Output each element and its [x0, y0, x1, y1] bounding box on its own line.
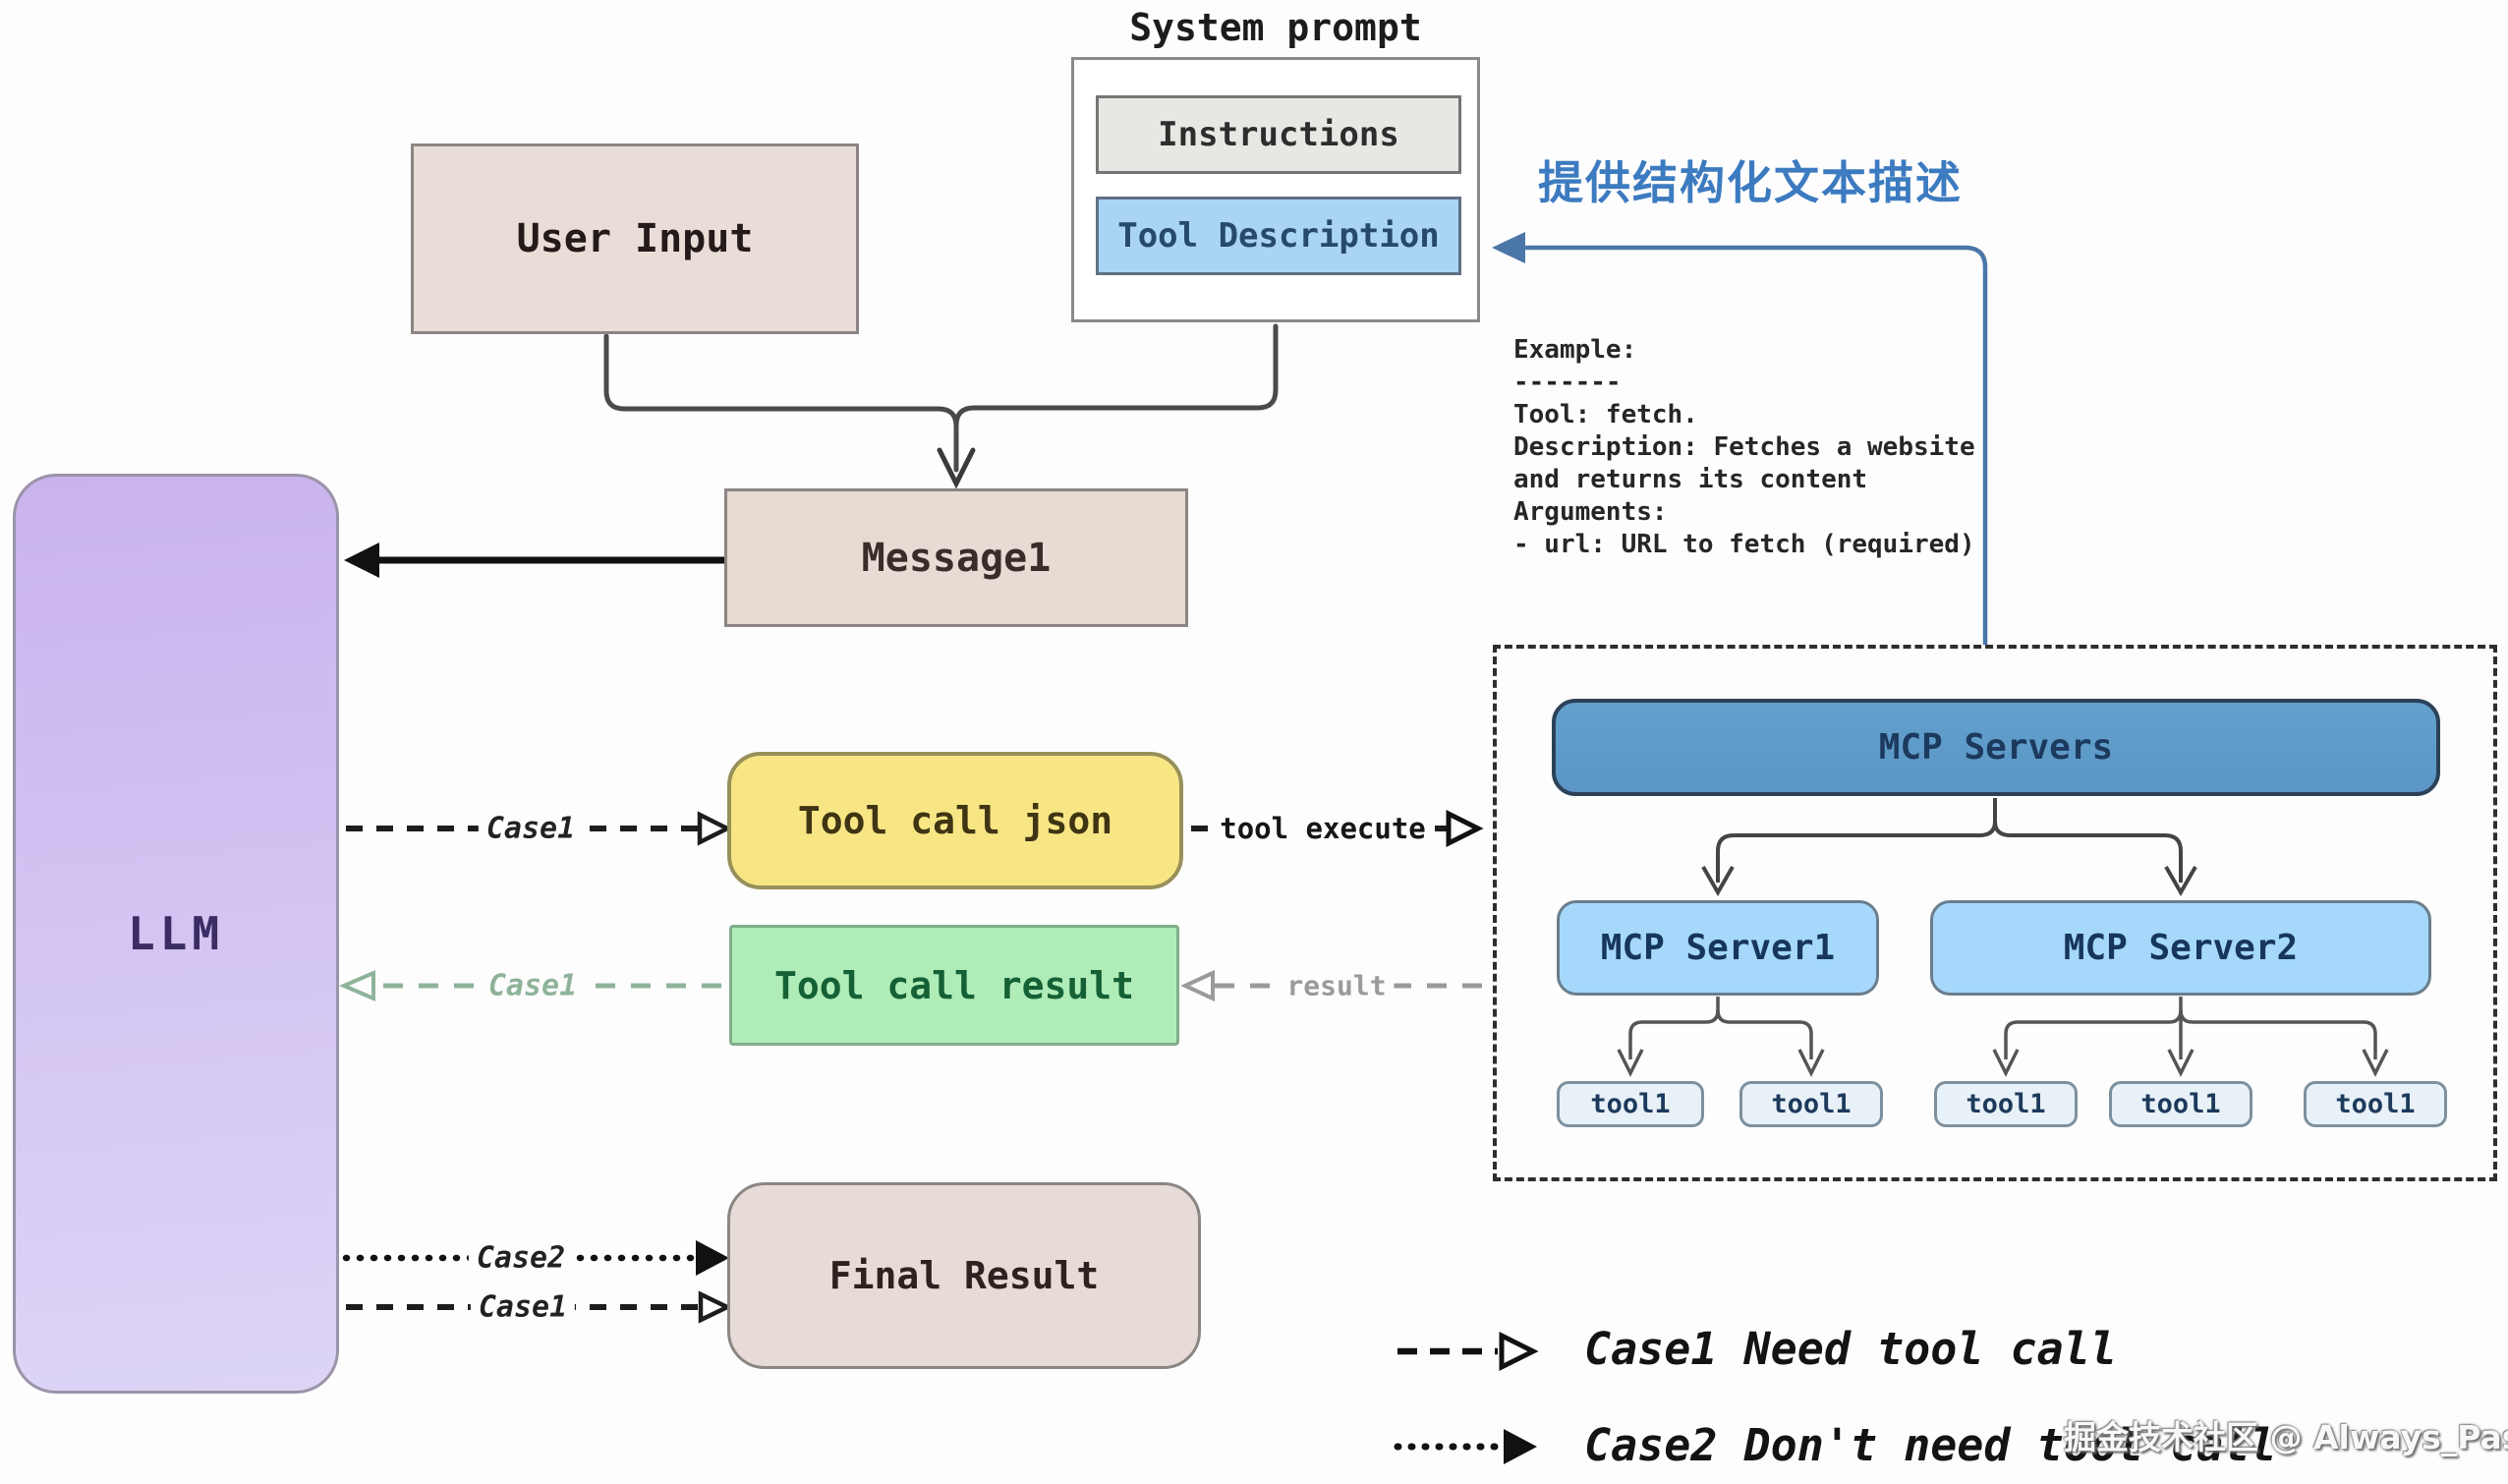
example-line: - url: URL to fetch (required)	[1513, 530, 1975, 559]
arrow-llm-to-final-result-case1	[346, 1290, 733, 1324]
tool-description-box: Tool Description	[1096, 197, 1461, 275]
fork-mcp-servers	[1701, 798, 2197, 897]
message1-box: Message1	[724, 488, 1188, 627]
tool1-box: tool1	[2109, 1081, 2252, 1127]
tool-call-result-box: Tool call result	[729, 925, 1179, 1046]
legend-dotted-arrow	[1394, 1429, 1537, 1464]
fork-mcp-server1	[1617, 997, 1825, 1077]
structured-text-annotation: 提供结构化文本描述	[1538, 156, 1963, 209]
example-line: Example:	[1513, 335, 1637, 365]
edge-label-result: result	[1279, 969, 1395, 1002]
example-line: Description: Fetches a website	[1513, 432, 1975, 462]
edge-label-case2-final: Case2	[468, 1240, 574, 1276]
legend-case2-label: Case2 Don't need tool call	[1584, 1419, 2277, 1471]
arrow-mcp-to-tool-description	[1492, 232, 1988, 645]
arrow-llm-to-final-result-case2	[342, 1240, 729, 1276]
arrow-llm-to-tool-call-json	[346, 811, 733, 846]
watermark: 掘金技术社区 @ Always_Passion	[2064, 1418, 2508, 1456]
example-line: and returns its content	[1513, 465, 1868, 494]
arrow-message1-to-llm	[344, 542, 727, 578]
tool-call-json-box: Tool call json	[727, 752, 1183, 889]
edge-label-case1-tool-call: Case1	[478, 811, 584, 846]
tool1-box: tool1	[1739, 1081, 1883, 1127]
mcp-server2-box: MCP Server2	[1930, 900, 2431, 996]
fork-mcp-server2	[1992, 997, 2389, 1077]
example-line: Tool: fetch.	[1513, 400, 1698, 429]
llm-box: LLM	[13, 474, 339, 1394]
user-input-box: User Input	[411, 143, 859, 334]
system-prompt-title: System prompt	[1129, 6, 1422, 49]
edge-label-tool-execute: tool execute	[1212, 812, 1434, 845]
legend-dashed-arrow	[1397, 1331, 1539, 1372]
final-result-box: Final Result	[727, 1182, 1201, 1369]
edge-label-case1-result: Case1	[480, 968, 586, 1003]
example-text-block: Example: ------- Tool: fetch. Descriptio…	[1513, 334, 1975, 561]
edge-label-case1-final: Case1	[470, 1289, 576, 1325]
instructions-box: Instructions	[1096, 95, 1461, 174]
tool1-box: tool1	[1934, 1081, 2078, 1127]
mcp-panel	[1493, 645, 2497, 1181]
example-line: Arguments:	[1513, 497, 1668, 527]
example-line: -------	[1513, 368, 1622, 397]
legend-case1-label: Case1 Need tool call	[1584, 1323, 2117, 1375]
mcp-servers-bar: MCP Servers	[1552, 699, 2440, 796]
arrow-result-to-tool-call-result	[1180, 969, 1482, 1002]
tool1-box: tool1	[1557, 1081, 1704, 1127]
connector-userinput-systemprompt-to-message1	[603, 323, 1279, 489]
mcp-server1-box: MCP Server1	[1557, 900, 1879, 996]
tool1-box: tool1	[2304, 1081, 2447, 1127]
